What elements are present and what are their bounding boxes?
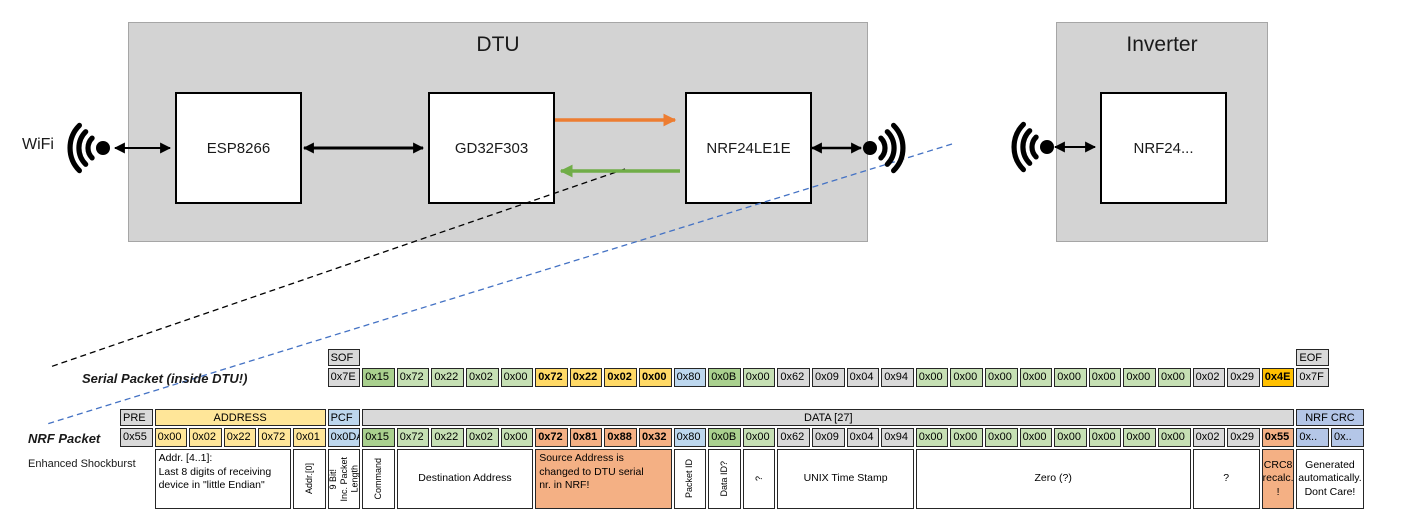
annotation-cell: ?	[1192, 449, 1260, 509]
annotation-cell: Zero (?)	[915, 449, 1191, 509]
nrf-byte-cell: 0x..	[1296, 428, 1329, 447]
nrf-byte-cell: 0x0DA	[327, 428, 361, 447]
serial-byte-cell: 0x80	[673, 368, 707, 387]
serial-byte-cell: 0x09	[812, 368, 845, 387]
serial-byte-cell: 0x00	[500, 368, 534, 387]
annotation-cell: Destination Address	[396, 449, 534, 509]
eof-value-cell: 0x7F	[1296, 368, 1329, 387]
serial-byte-cell: 0x15	[362, 368, 395, 387]
sof-value-cell: 0x7E	[327, 368, 361, 387]
nrf-byte-cell: 0x32	[639, 428, 672, 447]
wifi-icon-dtu-right	[863, 125, 903, 170]
serial-byte-cell: 0x00	[950, 368, 983, 387]
serial-byte-cell: 0x22	[569, 368, 603, 387]
gd32f303-box: GD32F303	[428, 92, 555, 204]
nrf-byte-cell: 0x72	[258, 428, 291, 447]
enhanced-shockburst-label: Enhanced Shockburst	[28, 458, 136, 470]
annotation-cell: Data ID?	[708, 449, 741, 509]
nrf-byte-cell: 0x22	[431, 428, 464, 447]
nrf-byte-cell: 0x09	[812, 428, 845, 447]
nrf-byte-cell: 0x00	[1054, 428, 1087, 447]
nrf-byte-cell: 0x00	[985, 428, 1018, 447]
nrf-byte-cell: 0x00	[500, 428, 534, 447]
serial-byte-cell: 0x72	[535, 368, 568, 387]
wifi-icon-inverter	[1014, 124, 1054, 169]
annotation-cell: Addr.[0]	[293, 449, 326, 509]
nrf-header-cell: DATA [27]	[362, 409, 1295, 426]
nrf-byte-cell: 0x94	[881, 428, 914, 447]
serial-byte-cell: 0x4E	[1261, 368, 1295, 387]
nrf-byte-cell: 0x29	[1227, 428, 1260, 447]
eof-header-cell: EOF	[1296, 349, 1329, 366]
nrf-header-cell: ADDRESS	[154, 409, 326, 426]
serial-byte-cell: 0x0B	[708, 368, 741, 387]
nrf-byte-cell: 0x0B	[708, 428, 741, 447]
serial-byte-cell: 0x00	[742, 368, 776, 387]
nrf-byte-cell: 0x55	[1261, 428, 1295, 447]
nrf-byte-cell: 0x01	[293, 428, 326, 447]
esp8266-box: ESP8266	[175, 92, 302, 204]
nrf-byte-cell: 0x80	[673, 428, 707, 447]
annotation-cell: ?	[742, 449, 776, 509]
nrf-byte-cell: 0x00	[1019, 428, 1053, 447]
nrf-header-cell: PCF	[327, 409, 361, 426]
nrf-byte-cell: 0x88	[604, 428, 637, 447]
serial-byte-cell: 0x00	[1158, 368, 1191, 387]
serial-byte-cell: 0x29	[1227, 368, 1260, 387]
serial-byte-cell: 0x02	[604, 368, 637, 387]
annotation-cell: UNIX Time Stamp	[777, 449, 914, 509]
annotation-cell: Command	[362, 449, 395, 509]
nrf-byte-cell: 0x15	[362, 428, 395, 447]
serial-byte-cell: 0x02	[1192, 368, 1226, 387]
nrf-byte-cell: 0x22	[223, 428, 257, 447]
serial-byte-cell: 0x94	[881, 368, 914, 387]
annotation-cell: Source Address is changed to DTU serial …	[535, 449, 672, 509]
nrf24le1e-box: NRF24LE1E	[685, 92, 812, 204]
nrf-byte-cell: 0x00	[950, 428, 983, 447]
nrf-byte-cell: 0x00	[1158, 428, 1191, 447]
serial-byte-cell: 0x72	[396, 368, 430, 387]
inverter-title: Inverter	[1126, 33, 1198, 56]
nrf-header-cell: PRE	[120, 409, 153, 426]
dtu-title: DTU	[476, 33, 520, 56]
serial-byte-cell: 0x00	[1019, 368, 1053, 387]
serial-byte-cell: 0x00	[1123, 368, 1156, 387]
nrf-byte-cell: 0x00	[154, 428, 188, 447]
annotation-cell: Packet ID	[673, 449, 707, 509]
nrf-packet-label: NRF Packet	[28, 431, 101, 446]
wifi-icon-left	[70, 125, 110, 170]
serial-byte-cell: 0x22	[431, 368, 464, 387]
nrf-byte-cell: 0x..	[1331, 428, 1364, 447]
nrf-byte-cell: 0x62	[777, 428, 810, 447]
nrf-byte-cell: 0x00	[742, 428, 776, 447]
serial-byte-cell: 0x00	[639, 368, 672, 387]
nrf-byte-cell: 0x72	[396, 428, 430, 447]
serial-byte-cell: 0x00	[1054, 368, 1087, 387]
nrf-byte-cell: 0x72	[535, 428, 568, 447]
nrf-byte-cell: 0x00	[1088, 428, 1122, 447]
annotation-cell: CRC8 recalc. !	[1261, 449, 1295, 509]
serial-byte-cell: 0x00	[915, 368, 949, 387]
nrf-byte-cell: 0x02	[189, 428, 222, 447]
annotation-cell: 9 Bit! Inc. Packet Length	[327, 449, 361, 509]
annotation-cell: Generated automatically. Dont Care!	[1296, 449, 1364, 509]
annotation-cell: Addr. [4..1]: Last 8 digits of receiving…	[154, 449, 291, 509]
serial-byte-cell: 0x00	[985, 368, 1018, 387]
inverter-nrf24-box: NRF24...	[1100, 92, 1227, 204]
serial-byte-cell: 0x00	[1088, 368, 1122, 387]
nrf-byte-cell: 0x02	[1192, 428, 1226, 447]
nrf-byte-cell: 0x81	[569, 428, 603, 447]
serial-byte-cell: 0x02	[466, 368, 499, 387]
sof-header-cell: SOF	[327, 349, 361, 366]
nrf-byte-cell: 0x04	[846, 428, 880, 447]
serial-packet-label: Serial Packet (inside DTU!)	[82, 371, 248, 386]
nrf-byte-cell: 0x55	[120, 428, 153, 447]
nrf-header-cell: NRF CRC	[1296, 409, 1364, 426]
nrf-byte-cell: 0x00	[915, 428, 949, 447]
serial-byte-cell: 0x62	[777, 368, 810, 387]
nrf-byte-cell: 0x02	[466, 428, 499, 447]
serial-byte-cell: 0x04	[846, 368, 880, 387]
nrf-byte-cell: 0x00	[1123, 428, 1156, 447]
wifi-label: WiFi	[22, 136, 54, 153]
